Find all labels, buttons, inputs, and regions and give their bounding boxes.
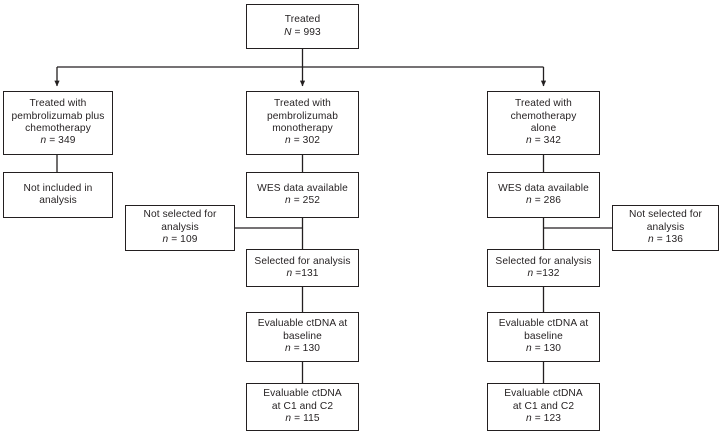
node-ctdna-baseline-right-line-2: baseline bbox=[524, 330, 563, 342]
node-pembro-mono: Treated with pembrolizumab monotherapy n… bbox=[246, 91, 359, 155]
node-ctdna-c1c2-mid-count: n = 115 bbox=[285, 413, 320, 425]
node-selected-mid-line-1: Selected for analysis bbox=[254, 255, 351, 267]
node-ctdna-baseline-mid: Evaluable ctDNA at baseline n = 130 bbox=[246, 312, 359, 362]
node-pembro-mono-line-3: monotherapy bbox=[272, 123, 333, 134]
node-ctdna-baseline-mid-line-2: baseline bbox=[283, 330, 322, 342]
node-wes-mid-count: n = 252 bbox=[284, 195, 320, 206]
node-treated-total: Treated N = 993 bbox=[246, 4, 359, 49]
node-ctdna-c1c2-right-count: n = 123 bbox=[525, 413, 561, 425]
node-ctdna-c1c2-right-line-1: Evaluable ctDNA bbox=[504, 388, 583, 400]
node-not-selected-right-line-1: Not selected for bbox=[629, 209, 702, 221]
node-treated-total-line-1: Treated bbox=[284, 14, 321, 26]
node-ctdna-c1c2-right: Evaluable ctDNA at C1 and C2 n = 123 bbox=[487, 383, 600, 431]
node-pembro-chemo-count: n = 349 bbox=[40, 135, 76, 147]
node-selected-right-count: n =132 bbox=[527, 268, 560, 279]
node-ctdna-c1c2-mid: Evaluable ctDNA at C1 and C2 n = 115 bbox=[246, 383, 359, 431]
node-chemo-alone-line-3: alone bbox=[530, 123, 557, 134]
node-pembro-mono-line-1: Treated with bbox=[274, 98, 331, 110]
node-wes-right-line-1: WES data available bbox=[498, 182, 589, 194]
node-pembro-chemo: Treated with pembrolizumab plus chemothe… bbox=[3, 91, 113, 155]
node-not-selected-mid-line-2: analysis bbox=[161, 221, 199, 233]
node-pembro-chemo-line-1: Treated with bbox=[29, 98, 87, 110]
node-not-selected-mid-count: n = 109 bbox=[162, 234, 198, 246]
node-ctdna-baseline-right-count: n = 130 bbox=[525, 343, 561, 355]
node-ctdna-c1c2-right-line-2: at C1 and C2 bbox=[512, 400, 575, 412]
node-not-included-line-1: Not included in bbox=[23, 182, 93, 194]
node-wes-right: WES data available n = 286 bbox=[487, 172, 600, 218]
node-wes-right-count: n = 286 bbox=[525, 195, 561, 206]
node-not-selected-right-count: n = 136 bbox=[647, 234, 683, 246]
node-treated-total-line-2: N = 993 bbox=[284, 26, 321, 38]
node-chemo-alone: Treated with chemotherapy alone n = 342 bbox=[487, 91, 600, 155]
node-pembro-chemo-line-3: chemotherapy bbox=[25, 123, 91, 134]
node-ctdna-c1c2-mid-line-2: at C1 and C2 bbox=[271, 400, 334, 412]
node-chemo-alone-count: n = 342 bbox=[525, 135, 561, 147]
node-pembro-chemo-line-2: pembrolizumab plus bbox=[11, 110, 105, 122]
node-not-selected-right-line-2: analysis bbox=[646, 221, 685, 233]
node-chemo-alone-line-1: Treated with bbox=[515, 98, 572, 110]
node-pembro-mono-line-2: pembrolizumab bbox=[267, 110, 338, 122]
node-selected-mid-count: n =131 bbox=[286, 268, 319, 279]
node-ctdna-baseline-mid-line-1: Evaluable ctDNA at bbox=[257, 318, 348, 330]
node-ctdna-baseline-right: Evaluable ctDNA at baseline n = 130 bbox=[487, 312, 600, 362]
node-selected-mid: Selected for analysis n =131 bbox=[246, 249, 359, 287]
node-ctdna-c1c2-mid-line-1: Evaluable ctDNA bbox=[263, 388, 342, 400]
node-pembro-mono-count: n = 302 bbox=[284, 135, 320, 147]
node-not-selected-right: Not selected for analysis n = 136 bbox=[612, 205, 719, 251]
node-selected-right-line-1: Selected for analysis bbox=[495, 255, 592, 267]
node-chemo-alone-line-2: chemotherapy bbox=[510, 110, 577, 122]
node-not-included: Not included in analysis bbox=[3, 172, 113, 218]
node-selected-right: Selected for analysis n =132 bbox=[487, 249, 600, 287]
node-ctdna-baseline-right-line-1: Evaluable ctDNA at bbox=[498, 318, 589, 330]
node-wes-mid-line-1: WES data available bbox=[257, 182, 348, 194]
node-not-selected-mid-line-1: Not selected for bbox=[143, 209, 217, 221]
node-not-selected-mid: Not selected for analysis n = 109 bbox=[125, 205, 235, 251]
node-ctdna-baseline-mid-count: n = 130 bbox=[284, 343, 320, 355]
node-wes-mid: WES data available n = 252 bbox=[246, 172, 359, 218]
node-not-included-line-2: analysis bbox=[39, 195, 77, 206]
